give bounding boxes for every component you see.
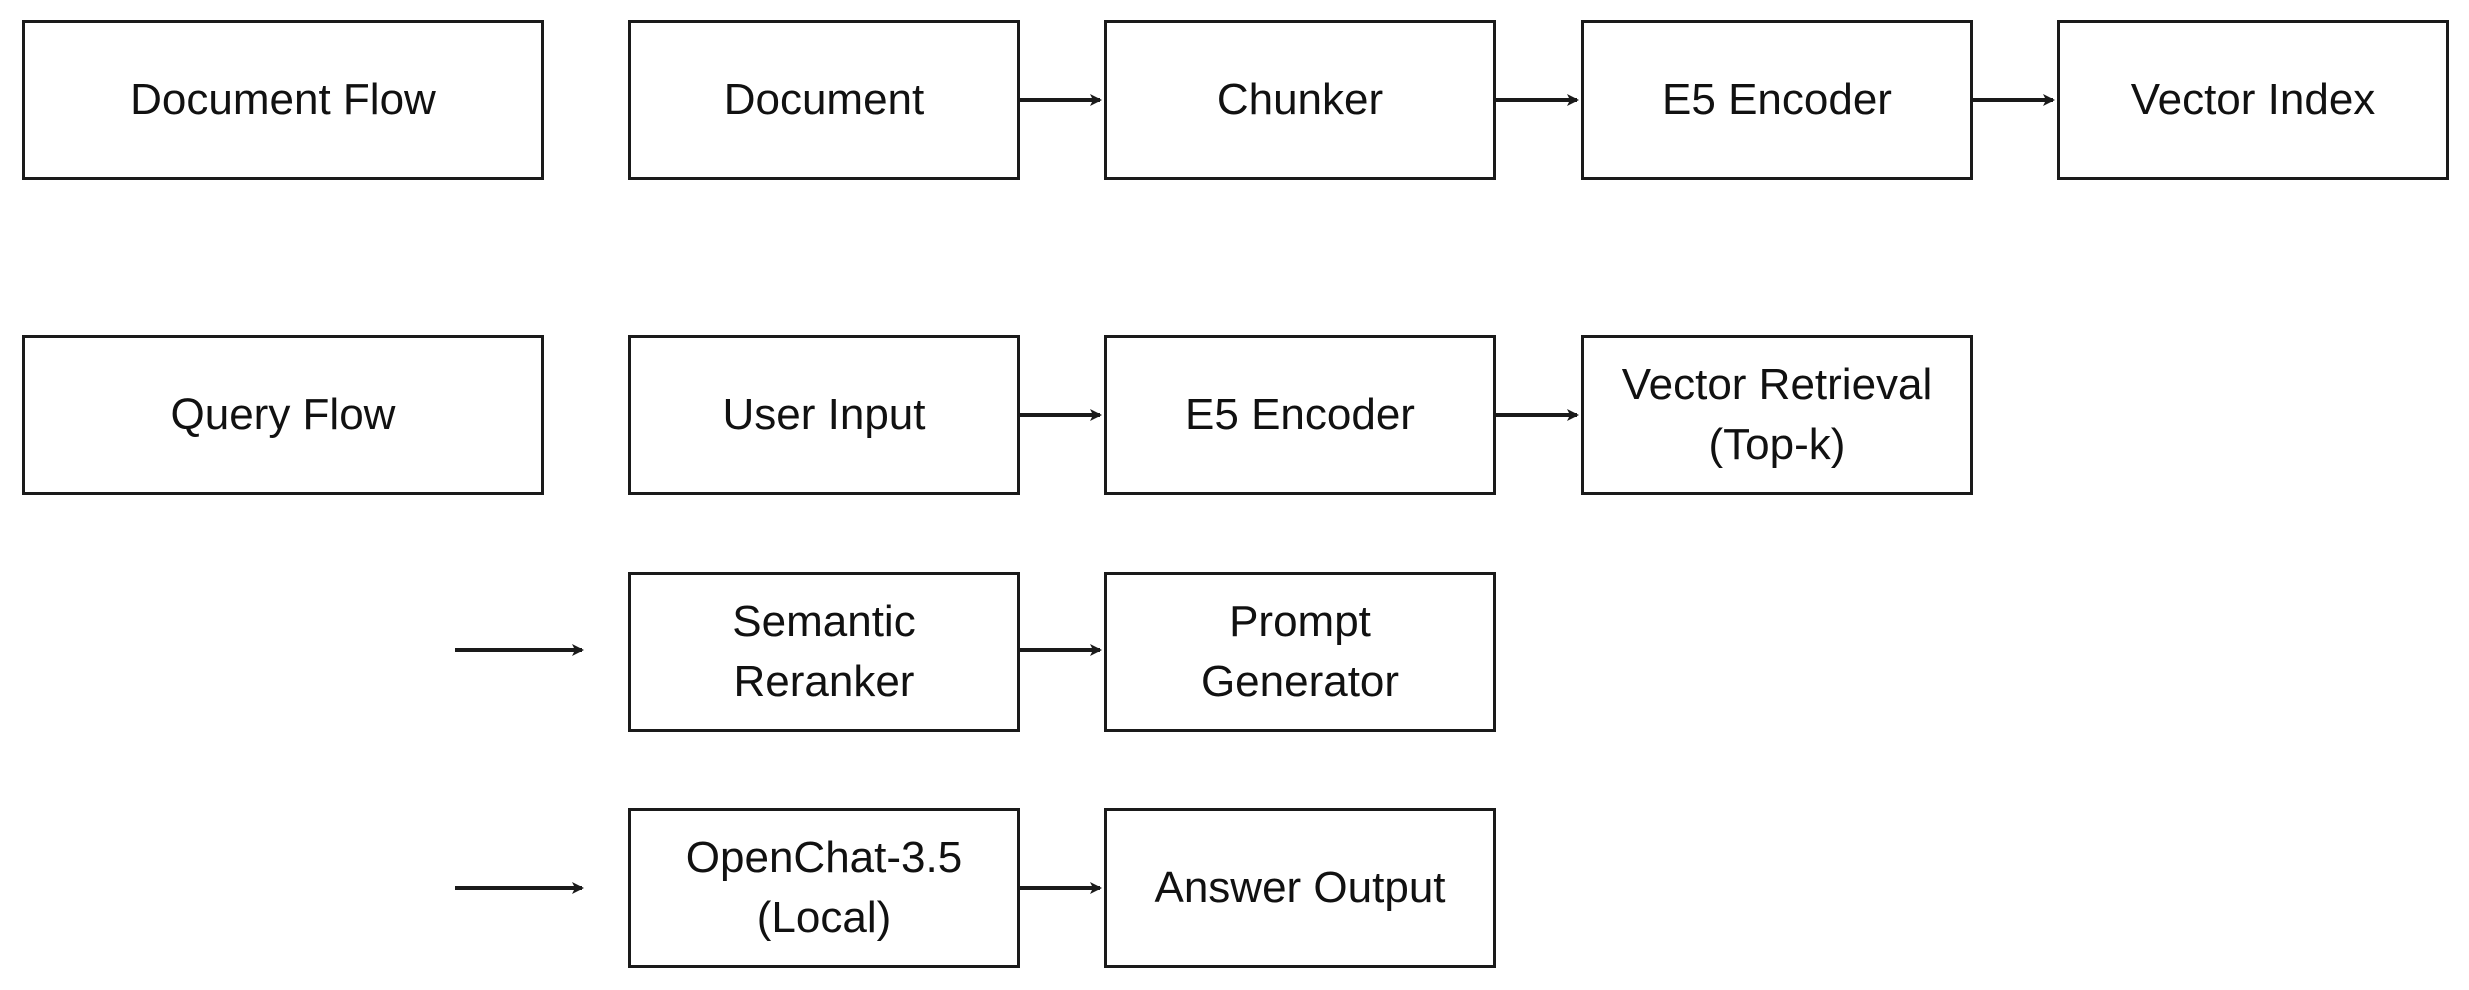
document-flow-label: Document Flow (130, 75, 436, 124)
e5-encoder-query-node: E5 Encoder (1104, 335, 1496, 495)
prompt-generator-node-label: Prompt Generator (1200, 597, 1400, 706)
openchat-node: OpenChat-3.5 (Local) (628, 808, 1020, 968)
prompt-generator-node: Prompt Generator (1104, 572, 1496, 732)
chunker-node: Chunker (1104, 20, 1496, 180)
user-input-node: User Input (628, 335, 1020, 495)
openchat-node-label: OpenChat-3.5 (Local) (685, 833, 963, 942)
vector-retrieval-node-label: Vector Retrieval (Top-k) (1621, 360, 1933, 469)
semantic-reranker-node-label: Semantic Reranker (732, 597, 916, 706)
user-input-node-label: User Input (722, 390, 926, 439)
document-flow-label-box: Document Flow (22, 20, 544, 180)
chunker-node-label: Chunker (1216, 75, 1384, 124)
e5-encoder-doc-node-label: E5 Encoder (1662, 75, 1892, 124)
e5-encoder-query-node-label: E5 Encoder (1185, 390, 1415, 439)
query-flow-label: Query Flow (170, 390, 396, 439)
e5-encoder-doc-node: E5 Encoder (1581, 20, 1973, 180)
vector-retrieval-node: Vector Retrieval (Top-k) (1581, 335, 1973, 495)
document-node: Document (628, 20, 1020, 180)
answer-output-node: Answer Output (1104, 808, 1496, 968)
document-node-label: Document (723, 75, 925, 124)
answer-output-node-label: Answer Output (1154, 863, 1446, 912)
vector-index-node-label: Vector Index (2130, 75, 2376, 124)
vector-index-node: Vector Index (2057, 20, 2449, 180)
semantic-reranker-node: Semantic Reranker (628, 572, 1020, 732)
query-flow-label-box: Query Flow (22, 335, 544, 495)
